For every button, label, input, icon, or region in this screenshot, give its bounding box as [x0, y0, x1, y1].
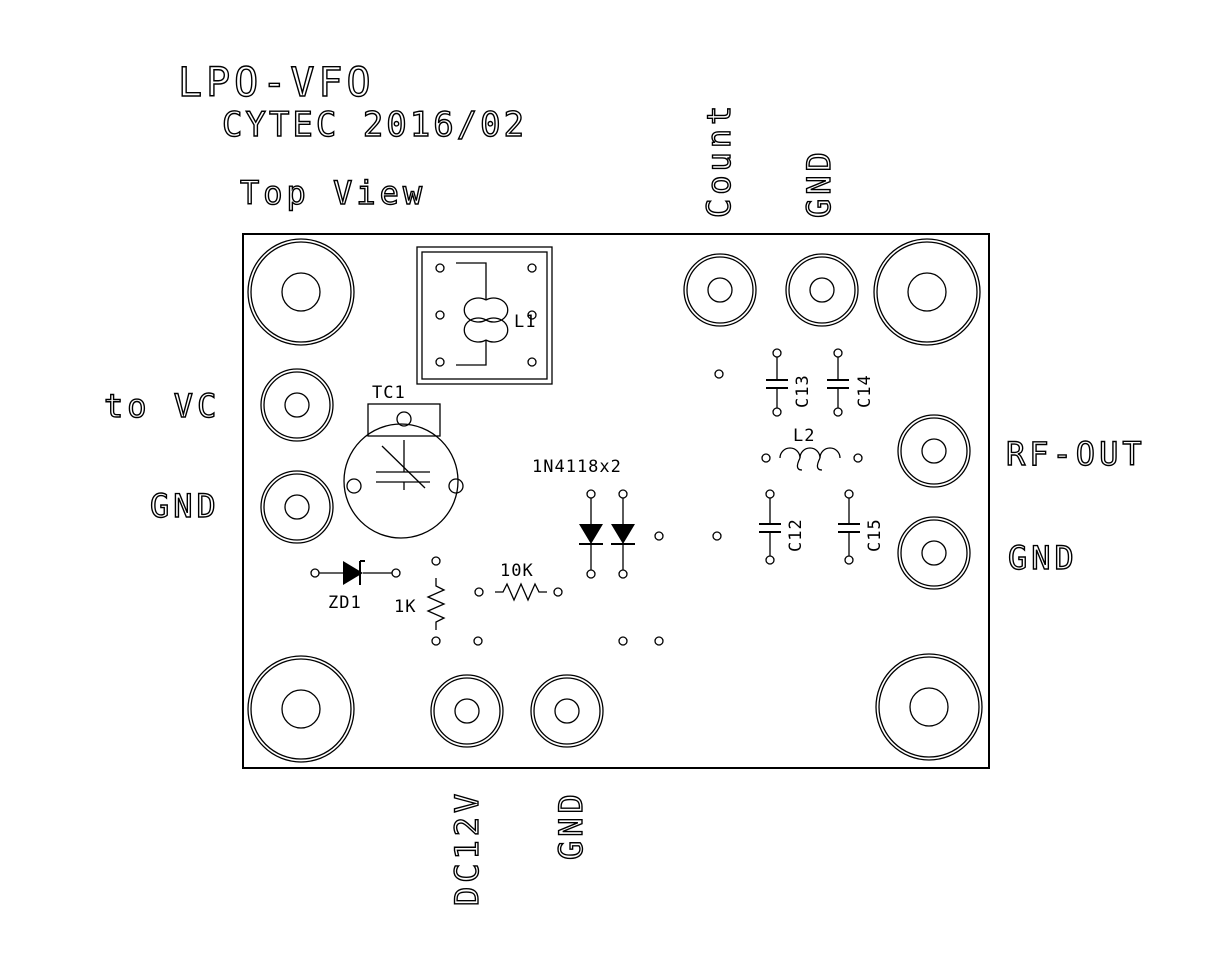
ref-c12: C12	[786, 518, 806, 552]
ref-l1: L1	[514, 312, 536, 332]
label-gnd-left: GND	[150, 487, 220, 525]
mounting-hole-bottom-left	[247, 655, 355, 763]
capacitor-c14	[827, 348, 849, 417]
resistor-10k	[474, 582, 563, 602]
capacitor-c12	[759, 489, 781, 565]
label-count: Count	[700, 102, 738, 218]
label-gnd-right: GND	[1008, 539, 1078, 577]
zener-zd1	[310, 560, 401, 585]
via-mid-b	[654, 636, 664, 646]
label-rf-out: RF-OUT	[1006, 435, 1146, 473]
capacitor-c15	[838, 489, 860, 565]
board-outline	[242, 233, 990, 769]
via-diode-out-a	[654, 531, 664, 541]
diode-d2	[611, 489, 635, 579]
board-subtitle: CYTEC 2016/02	[222, 105, 527, 145]
ref-c14: C14	[855, 374, 875, 408]
mounting-hole-top-left	[247, 238, 355, 346]
inductor-l2	[761, 447, 863, 471]
board-title: LPO-VFO	[178, 60, 375, 106]
pad-gnd-right	[897, 516, 971, 590]
capacitor-c13	[766, 348, 788, 417]
view-label: Top View	[240, 174, 426, 212]
diode-d1	[579, 489, 603, 579]
ref-10k: 10K	[500, 561, 534, 581]
label-to-vc: to VC	[104, 387, 220, 425]
pad-count	[683, 253, 757, 327]
ref-zd1: ZD1	[328, 593, 362, 613]
via-top	[714, 369, 724, 379]
ref-1k: 1K	[394, 597, 416, 617]
pad-gnd-left	[260, 470, 334, 544]
pad-gnd-bottom	[530, 674, 604, 748]
pad-gnd-top	[785, 253, 859, 327]
label-dc12v: DC12V	[448, 790, 486, 906]
pad-dc12v	[430, 674, 504, 748]
ref-diodes: 1N4118x2	[532, 457, 622, 477]
ref-c13: C13	[793, 374, 813, 408]
inductor-l1	[416, 246, 553, 385]
label-gnd-top: GND	[800, 148, 838, 218]
via-diode-out-b	[712, 531, 722, 541]
ref-l2: L2	[793, 426, 815, 446]
via-mid-a	[618, 636, 628, 646]
pad-to-vc	[260, 368, 334, 442]
label-gnd-bottom: GND	[552, 790, 590, 860]
resistor-1k	[426, 556, 483, 646]
ref-tc1: TC1	[372, 383, 406, 403]
trimmer-tc1	[343, 403, 464, 539]
ref-c15: C15	[865, 518, 885, 552]
mounting-hole-bottom-right	[875, 653, 983, 761]
mounting-hole-top-right	[873, 238, 981, 346]
pad-rf-out	[897, 414, 971, 488]
